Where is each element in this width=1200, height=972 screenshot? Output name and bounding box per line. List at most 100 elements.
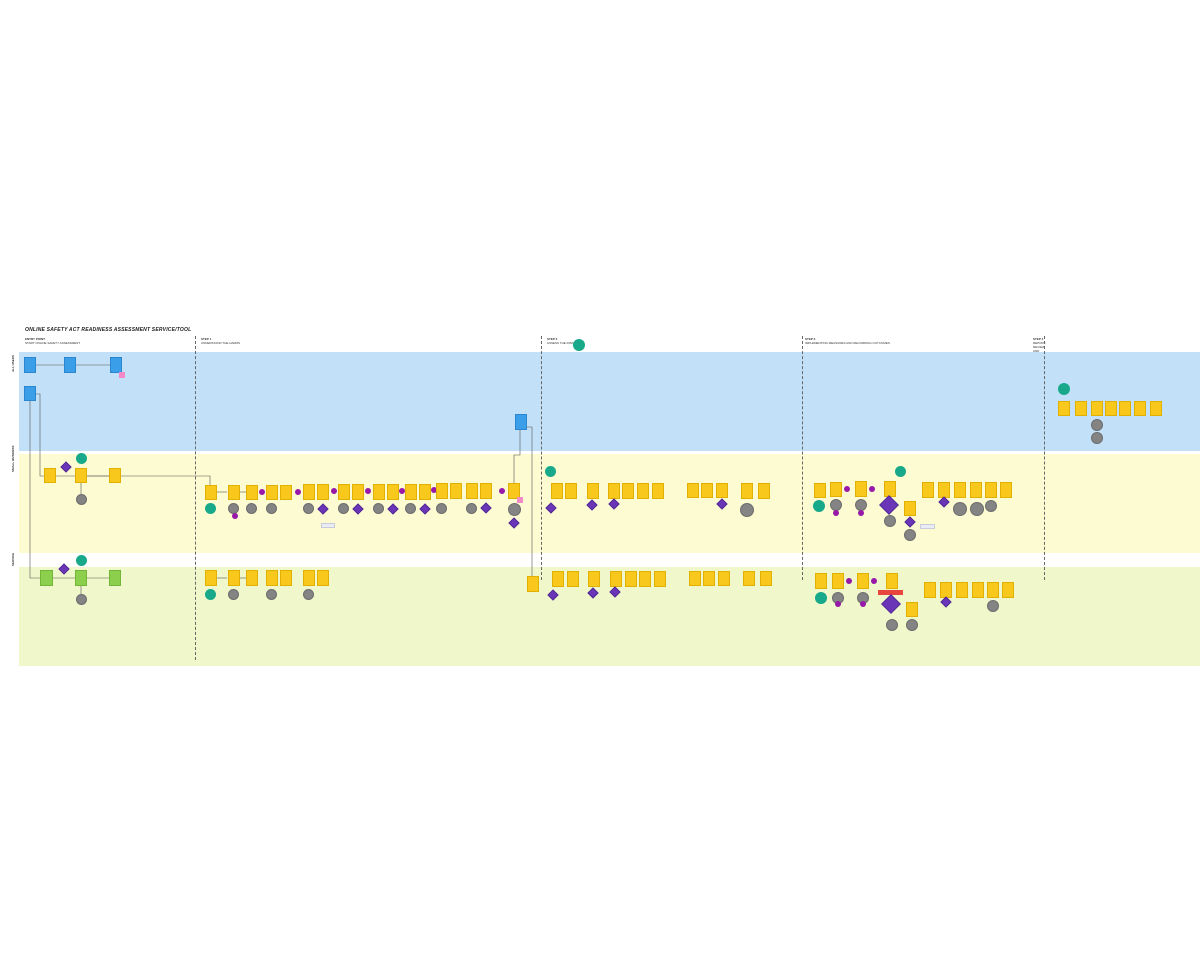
warning-tag[interactable] <box>878 590 903 595</box>
sticky-note[interactable] <box>266 485 278 500</box>
comment-node[interactable] <box>228 589 239 600</box>
sticky-note[interactable] <box>515 414 527 430</box>
start-node[interactable] <box>545 466 556 477</box>
sticky-note[interactable] <box>44 468 56 483</box>
sticky-note[interactable] <box>884 481 896 497</box>
sticky-note[interactable] <box>625 571 637 587</box>
sticky-note[interactable] <box>922 482 934 498</box>
comment-node[interactable] <box>740 503 754 517</box>
sticky-note[interactable] <box>551 483 563 499</box>
comment-node[interactable] <box>246 503 257 514</box>
connector-dot[interactable] <box>858 510 864 516</box>
comment-node[interactable] <box>405 503 416 514</box>
sticky-note[interactable] <box>716 483 728 498</box>
sticky-note[interactable] <box>588 571 600 587</box>
connector-dot[interactable] <box>846 578 852 584</box>
sticky-note[interactable] <box>689 571 701 586</box>
sticky-note[interactable] <box>405 484 417 500</box>
start-node[interactable] <box>895 466 906 477</box>
comment-node[interactable] <box>1091 432 1103 444</box>
connector-dot[interactable] <box>365 488 371 494</box>
sticky-note[interactable] <box>110 357 122 373</box>
comment-node[interactable] <box>904 529 916 541</box>
sticky-note[interactable] <box>567 571 579 587</box>
comment-node[interactable] <box>985 500 997 512</box>
connector-dot[interactable] <box>499 488 505 494</box>
sticky-note[interactable] <box>622 483 634 499</box>
sticky-note[interactable] <box>280 485 292 500</box>
sticky-note[interactable] <box>387 484 399 500</box>
sticky-note[interactable] <box>1134 401 1146 416</box>
sticky-note[interactable] <box>857 573 869 589</box>
comment-node[interactable] <box>884 515 896 527</box>
comment-marker[interactable] <box>119 372 125 378</box>
sticky-note[interactable] <box>904 501 916 516</box>
connector-dot[interactable] <box>331 488 337 494</box>
sticky-note[interactable] <box>886 573 898 589</box>
sticky-note[interactable] <box>1150 401 1162 416</box>
comment-marker[interactable] <box>517 497 523 503</box>
comment-node[interactable] <box>970 502 984 516</box>
start-node[interactable] <box>573 339 585 351</box>
sticky-note[interactable] <box>687 483 699 498</box>
stage-step-2[interactable]: STEP 2 ASSESS THE RISK <box>547 337 574 345</box>
sticky-note[interactable] <box>954 482 966 498</box>
sticky-note[interactable] <box>832 573 844 589</box>
stage-step-1[interactable]: STEP 1 UNDERSTAND THE HARMS <box>201 337 240 345</box>
sticky-note[interactable] <box>741 483 753 499</box>
start-node[interactable] <box>815 592 827 604</box>
sticky-note[interactable] <box>266 570 278 586</box>
comment-node[interactable] <box>953 502 967 516</box>
sticky-note[interactable] <box>317 570 329 586</box>
start-node[interactable] <box>205 503 216 514</box>
sticky-note[interactable] <box>1119 401 1131 416</box>
sticky-note[interactable] <box>450 483 462 499</box>
comment-node[interactable] <box>76 494 87 505</box>
sticky-note[interactable] <box>228 570 240 586</box>
sticky-note[interactable] <box>815 573 827 589</box>
sticky-note[interactable] <box>924 582 936 598</box>
comment-node[interactable] <box>303 589 314 600</box>
connector-dot[interactable] <box>259 489 265 495</box>
sticky-note[interactable] <box>703 571 715 586</box>
stage-step-3[interactable]: STEP 3 IMPLEMENTING MEASURES AND RECORDI… <box>805 337 890 345</box>
comment-node[interactable] <box>76 594 87 605</box>
sticky-note[interactable] <box>587 483 599 499</box>
sticky-note[interactable] <box>280 570 292 586</box>
sticky-note[interactable] <box>64 357 76 373</box>
sticky-note[interactable] <box>205 485 217 500</box>
sticky-note[interactable] <box>972 582 984 598</box>
comment-node[interactable] <box>1091 419 1103 431</box>
start-node[interactable] <box>1058 383 1070 395</box>
sticky-note[interactable] <box>480 483 492 499</box>
sticky-note[interactable] <box>1105 401 1117 416</box>
sticky-note[interactable] <box>109 570 121 586</box>
sticky-note[interactable] <box>40 570 53 586</box>
connector-dot[interactable] <box>869 486 875 492</box>
sticky-note[interactable] <box>352 484 364 500</box>
sticky-note[interactable] <box>317 484 329 500</box>
sticky-note[interactable] <box>718 571 730 586</box>
sticky-note[interactable] <box>246 570 258 586</box>
comment-node[interactable] <box>466 503 477 514</box>
start-node[interactable] <box>813 500 825 512</box>
sticky-note[interactable] <box>419 484 431 500</box>
sticky-note[interactable] <box>906 602 918 617</box>
sticky-note[interactable] <box>246 485 258 500</box>
start-node[interactable] <box>76 555 87 566</box>
comment-node[interactable] <box>886 619 898 631</box>
comment-node[interactable] <box>303 503 314 514</box>
sticky-note[interactable] <box>565 483 577 499</box>
comment-node[interactable] <box>508 503 521 516</box>
sticky-note[interactable] <box>338 484 350 500</box>
sticky-note[interactable] <box>303 484 315 500</box>
connector-dot[interactable] <box>295 489 301 495</box>
label-chip[interactable] <box>920 524 935 529</box>
sticky-note[interactable] <box>436 483 448 499</box>
connector-dot[interactable] <box>833 510 839 516</box>
sticky-note[interactable] <box>639 571 651 587</box>
sticky-note[interactable] <box>830 482 842 497</box>
start-node[interactable] <box>76 453 87 464</box>
sticky-note[interactable] <box>1091 401 1103 416</box>
connector-dot[interactable] <box>399 488 405 494</box>
